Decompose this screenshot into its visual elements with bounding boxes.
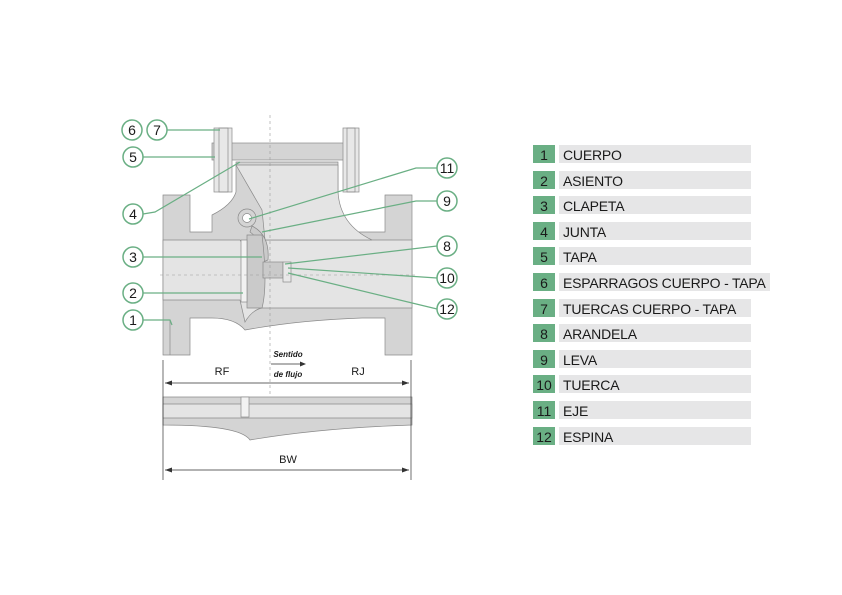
- callout-text: 2: [129, 285, 137, 301]
- legend-number: 4: [533, 221, 555, 240]
- callout-text: 6: [128, 122, 136, 138]
- legend-label: CLAPETA: [559, 196, 751, 215]
- nut: [282, 261, 292, 283]
- legend-number: 6: [533, 273, 555, 291]
- bonnet: [211, 142, 359, 161]
- callouts: [121, 119, 458, 331]
- legend-label: TAPA: [559, 247, 751, 266]
- seat: [240, 239, 248, 303]
- flow-label-2: de flujo: [274, 370, 303, 379]
- legend-label: TUERCAS CUERPO - TAPA: [559, 298, 751, 317]
- bw-label: BW: [279, 454, 297, 466]
- callout-text: 12: [439, 301, 455, 317]
- callout-text: 7: [153, 122, 161, 138]
- callout-text: 4: [129, 206, 137, 222]
- callout-4: [122, 203, 144, 225]
- leader-lines: [142, 129, 438, 326]
- legend-label: JUNTA: [559, 221, 751, 240]
- callout-text: 11: [440, 160, 455, 176]
- callout-10: [436, 267, 458, 289]
- valve-body: [162, 127, 413, 356]
- legend-number: 5: [533, 247, 555, 266]
- callout-7: [146, 119, 168, 141]
- callout-text: 8: [443, 238, 451, 254]
- legend-label: ARANDELA: [559, 324, 751, 343]
- callout-text: 10: [439, 270, 455, 286]
- legend-number: 11: [533, 401, 555, 419]
- legend-number: 3: [533, 196, 555, 215]
- callout-11: [436, 157, 458, 179]
- callout-6: [121, 119, 143, 141]
- legend-label: LEVA: [559, 349, 751, 368]
- callout-text: 5: [129, 149, 137, 165]
- callout-8: [436, 235, 458, 257]
- callout-3: [122, 246, 144, 268]
- arrowheads: [165, 361, 409, 473]
- legend-number: 10: [533, 375, 555, 394]
- legend-label: CUERPO: [559, 145, 751, 163]
- legend-number: 7: [533, 298, 555, 317]
- legend-label: EJE: [559, 401, 751, 419]
- callout-12: [436, 298, 458, 320]
- legend-number: 12: [533, 426, 555, 445]
- disc: [246, 234, 266, 309]
- legend-number: 1: [533, 145, 555, 163]
- bolt-right: [342, 127, 360, 193]
- legend-number: 9: [533, 349, 555, 368]
- legend-label: ESPINA: [559, 426, 751, 445]
- valve-bw-view: [162, 396, 413, 441]
- callout-2: [122, 282, 144, 304]
- callout-9: [436, 190, 458, 212]
- legend-number: 2: [533, 170, 555, 189]
- callout-1: [122, 309, 144, 331]
- legend-label: TUERCA: [559, 375, 751, 394]
- callout-text: 9: [443, 193, 451, 209]
- dimension-lines: [162, 360, 412, 480]
- callout-text: 3: [129, 249, 137, 265]
- flow-label-1: Sentido: [273, 350, 302, 359]
- bolt-left: [213, 127, 233, 193]
- legend-label: ESPARRAGOS CUERPO - TAPA: [559, 273, 770, 291]
- callout-5: [122, 146, 144, 168]
- legend-number: 8: [533, 324, 555, 343]
- legend-label: ASIENTO: [559, 170, 751, 189]
- rj-label: RJ: [351, 366, 364, 378]
- callout-text: 1: [129, 312, 137, 328]
- rf-label: RF: [215, 366, 230, 378]
